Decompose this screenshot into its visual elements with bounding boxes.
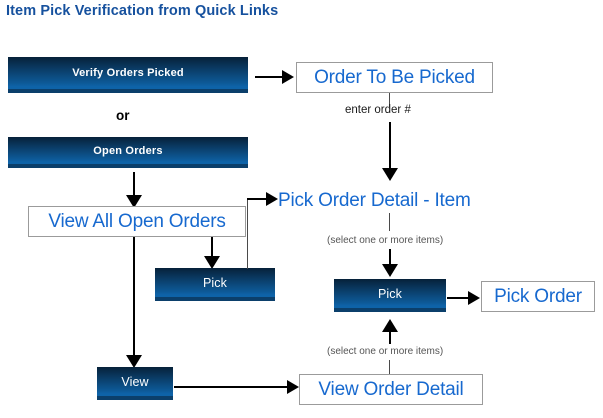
edge-label-select-items-lower: (select one or more items) xyxy=(327,346,444,357)
view-button[interactable]: View xyxy=(97,367,173,400)
connector-pick-left-elbow-vertical xyxy=(247,199,248,269)
edge-label-select-items-upper: (select one or more items) xyxy=(327,235,444,246)
arrow-right-to-pick-order-detail xyxy=(266,192,278,206)
or-label: or xyxy=(116,108,130,123)
order-to-be-picked-screen[interactable]: Order To Be Picked xyxy=(296,62,493,93)
arrow-down-to-pick-order-detail xyxy=(382,168,398,181)
arrow-down-to-view xyxy=(126,355,142,368)
connector-view-order-detail-stub xyxy=(389,360,390,374)
pick-right-button[interactable]: Pick xyxy=(334,279,446,312)
page-title: Item Pick Verification from Quick Links xyxy=(6,3,279,19)
verify-orders-picked-button[interactable]: Verify Orders Picked xyxy=(8,57,248,93)
arrow-up-to-pick-right xyxy=(382,319,398,332)
connector-pick-order-detail-stub xyxy=(389,213,390,231)
view-all-open-orders-screen[interactable]: View All Open Orders xyxy=(28,206,246,237)
connector-order-to-be-picked-stub xyxy=(389,93,390,107)
arrow-down-to-pick-left xyxy=(204,256,220,269)
connector-verify-to-order-to-be-picked xyxy=(255,76,285,78)
pick-order-detail-item-screen[interactable]: Pick Order Detail - Item xyxy=(278,190,471,211)
arrow-right-to-pick-order xyxy=(468,291,480,305)
view-order-detail-screen[interactable]: View Order Detail xyxy=(299,374,483,405)
arrow-down-to-view-all-open-orders xyxy=(126,195,142,208)
connector-view-all-to-view xyxy=(133,237,135,361)
open-orders-button[interactable]: Open Orders xyxy=(8,137,248,168)
connector-select-items-upper-to-pick-right xyxy=(389,249,391,267)
edge-label-enter-order: enter order # xyxy=(345,104,411,116)
connector-pick-right-to-pick-order xyxy=(447,297,472,299)
connector-pick-left-elbow-horizontal xyxy=(247,198,269,200)
connector-enter-order-to-pick-order-detail xyxy=(389,122,391,171)
arrow-down-to-pick-right xyxy=(382,264,398,277)
pick-order-screen[interactable]: Pick Order xyxy=(481,281,595,312)
connector-open-orders-to-view-all xyxy=(133,172,135,198)
arrow-right-to-order-to-be-picked xyxy=(282,70,294,84)
pick-left-button[interactable]: Pick xyxy=(155,268,275,301)
connector-select-items-lower-to-pick-right xyxy=(389,330,391,344)
arrow-right-to-view-order-detail xyxy=(287,380,299,394)
connector-view-to-view-order-detail xyxy=(174,386,289,388)
connector-view-all-to-pick-left xyxy=(211,237,213,259)
